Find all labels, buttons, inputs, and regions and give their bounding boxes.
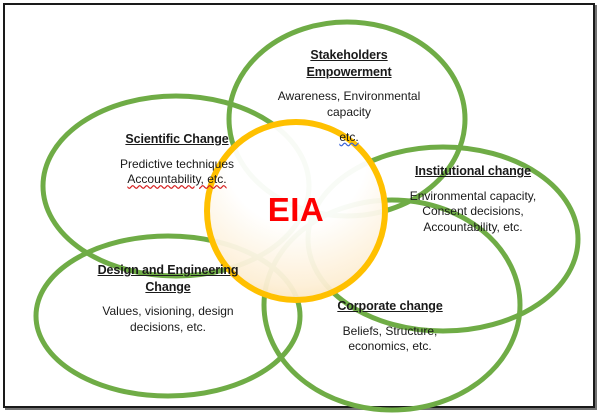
circle-eia-center bbox=[204, 119, 388, 303]
ellipse-corporate bbox=[261, 197, 523, 413]
ellipse-design bbox=[33, 233, 303, 399]
